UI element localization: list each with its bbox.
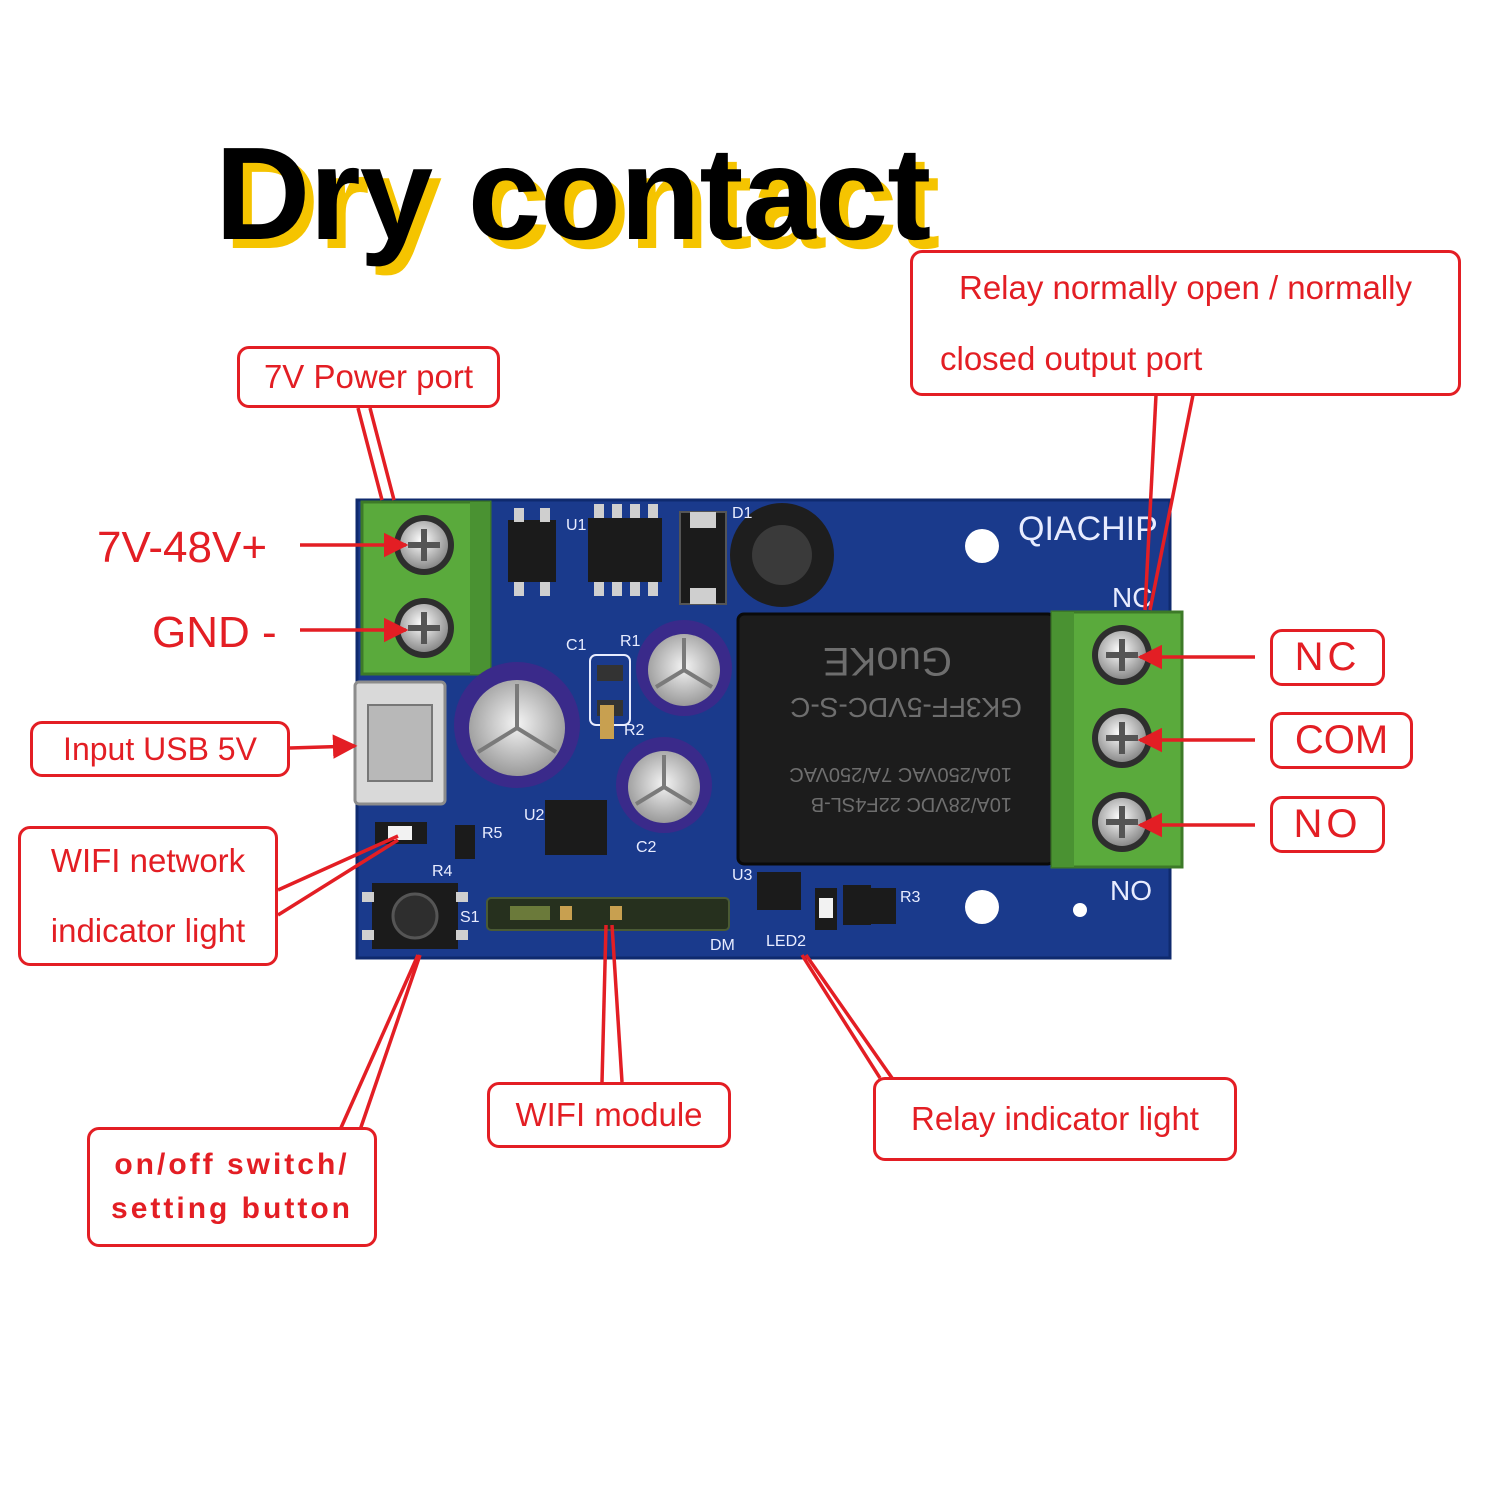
pcb-label-led2: LED2 (766, 933, 806, 950)
pcb-label-u2: U2 (524, 807, 545, 824)
ic-components (455, 503, 896, 925)
wifi-module-callout: WIFI module (487, 1082, 731, 1148)
com-callout: COM (1270, 712, 1413, 769)
nc-label: NC (1294, 635, 1361, 679)
wifi-module-label: WIFI module (515, 1096, 703, 1133)
pcb-label-no: NO (1110, 875, 1152, 906)
relay-brand: GuoKE (823, 639, 952, 683)
switch-label-line1: on/off switch/ (114, 1148, 350, 1181)
output-terminal-block (1050, 610, 1184, 869)
usb-label: Input USB 5V (63, 730, 257, 767)
mounting-hole (965, 529, 999, 563)
relay: 10A/28VDC 22F4SL-B 10A/250VAC 7A/250VAC … (736, 612, 1056, 866)
power-terminal-block (360, 500, 492, 676)
pcb-label-r1: R1 (620, 633, 641, 650)
page-title: Dry contact (215, 120, 931, 267)
relay-port-callout: Relay normally open / normally closed ou… (910, 250, 1461, 396)
wifi-module (486, 897, 730, 931)
relay-spec-line2: 10A/250VAC 7A/250VAC (789, 763, 1012, 785)
capacitors (454, 620, 732, 833)
board-brand: QIACHIP (1018, 510, 1158, 548)
gnd-label: GND - (152, 608, 277, 657)
relay-light-label: Relay indicator light (911, 1100, 1199, 1137)
annotation-leaders (277, 394, 1255, 1131)
com-label: COM (1294, 718, 1389, 762)
usb-callout: Input USB 5V (30, 721, 290, 777)
pcb-label-r3: R3 (900, 889, 921, 906)
switch-label-line2: setting button (111, 1192, 353, 1225)
wifi-light-label-line1: WIFI network (50, 842, 246, 879)
relay-port-label-line1: Relay normally open / normally (958, 269, 1413, 306)
switch-callout: on/off switch/ setting button (87, 1127, 377, 1247)
no-callout: NO (1270, 796, 1385, 853)
relay-port-label-line2: closed output port (940, 340, 1203, 377)
no-label: NO (1293, 802, 1362, 846)
pcb-label-s1: S1 (460, 909, 480, 926)
relay-indicator-led (815, 888, 837, 930)
pcb-label-u3: U3 (732, 867, 753, 884)
pcb-label-r2: R2 (624, 722, 645, 739)
wifi-indicator-led (375, 822, 427, 844)
wifi-light-callout: WIFI network indicator light (18, 826, 278, 966)
pcb-label-d1: D1 (732, 505, 753, 522)
relay-model: GK3FF-5VDC-S-C (790, 692, 1022, 723)
setting-button (362, 883, 468, 949)
usb-connector (353, 680, 447, 806)
pcb-label-r5: R5 (482, 825, 503, 842)
pcb-label-dm: DM (710, 937, 735, 954)
wifi-light-label-line2: indicator light (50, 912, 246, 949)
pcb-label-c2: C2 (636, 839, 657, 856)
power-range-label: 7V-48V+ (97, 523, 268, 572)
relay-spec-line3: 10A/28VDC 22F4SL-B (811, 793, 1012, 815)
pcb-label-r4: R4 (432, 863, 453, 880)
pcb-label-u1: U1 (566, 517, 587, 534)
power-port-callout: 7V Power port (237, 346, 500, 408)
nc-callout: NC (1270, 629, 1385, 686)
power-port-label: 7V Power port (263, 358, 474, 395)
mounting-hole (965, 890, 999, 924)
pcb-label-c1: C1 (566, 637, 587, 654)
relay-light-callout: Relay indicator light (873, 1077, 1237, 1161)
via-hole (1073, 903, 1087, 917)
